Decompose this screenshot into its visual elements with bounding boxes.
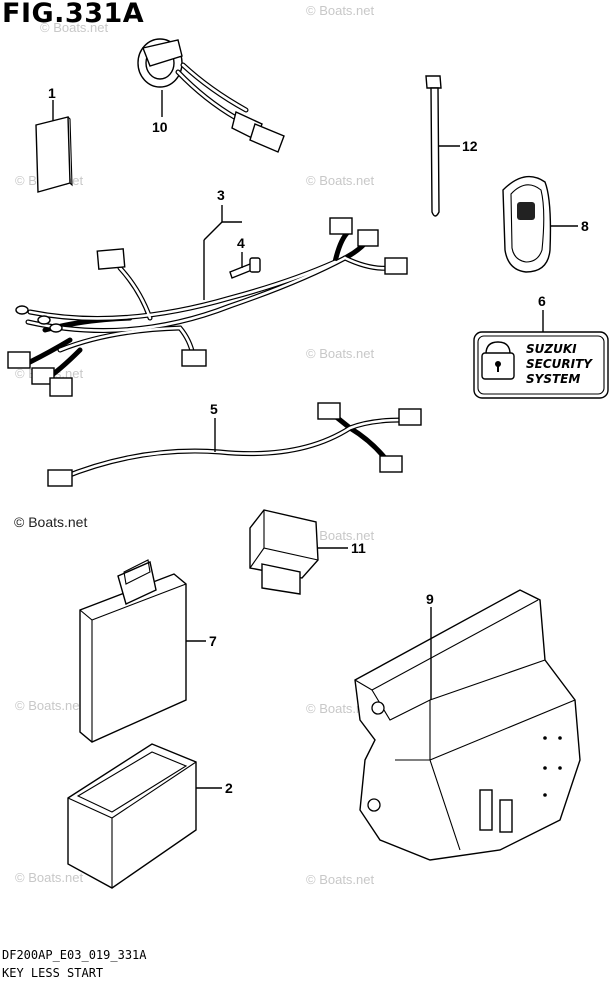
- callout-3: 3: [217, 187, 225, 203]
- figure-code: DF200AP_E03_019_331A: [2, 948, 147, 962]
- callout-1: 1: [48, 85, 56, 101]
- callout-12: 12: [462, 138, 478, 154]
- callout-2: 2: [225, 780, 233, 796]
- part-11-relay: 11: [249, 509, 366, 595]
- part-3-wiring-harness: 3: [7, 187, 408, 397]
- part-9-bracket: 9: [354, 589, 581, 861]
- watermark: © Boats.net: [306, 701, 375, 716]
- watermark: © Boats.net: [14, 514, 87, 530]
- watermark: © Boats.net: [306, 173, 375, 188]
- part-10-sensor: 10: [137, 38, 285, 153]
- watermark: © Boats.net: [306, 346, 375, 361]
- part-4-bolt: 4: [229, 235, 261, 279]
- watermark: © Boats.net: [15, 870, 84, 885]
- watermark: © Boats.net: [306, 3, 375, 18]
- watermark: © Boats.net: [306, 528, 375, 543]
- callout-10: 10: [152, 119, 168, 135]
- callout-4: 4: [237, 235, 245, 251]
- callout-8: 8: [581, 218, 589, 234]
- part-1-card: 1: [35, 85, 73, 193]
- part-6-security-label: 6 SUZUKI SECURITY SYSTEM: [473, 293, 609, 399]
- watermark: © Boats.net: [306, 872, 375, 887]
- label-line-suzuki: SUZUKI: [526, 342, 577, 356]
- part-7-control-module: 7: [79, 559, 217, 743]
- part-2-holder: 2: [67, 743, 233, 889]
- callout-7: 7: [209, 633, 217, 649]
- label-line-system: SYSTEM: [526, 372, 580, 386]
- padlock-icon: [481, 341, 515, 380]
- label-line-security: SECURITY: [526, 357, 593, 371]
- part-12-cable-tie: 12: [425, 75, 478, 217]
- callout-11: 11: [351, 540, 366, 556]
- callout-6: 6: [538, 293, 546, 309]
- suzuki-logo-icon: [517, 202, 535, 220]
- callout-5: 5: [210, 401, 218, 417]
- figure-name: KEY LESS START: [2, 966, 104, 980]
- part-8-key-fob: 8: [502, 175, 589, 273]
- figure-title: FIG.331A: [2, 0, 145, 29]
- part-5-wire-extension: 5: [47, 401, 422, 487]
- watermark: © Boats.net: [15, 698, 84, 713]
- watermark: © Boats.net: [40, 20, 109, 35]
- callout-9: 9: [426, 591, 434, 607]
